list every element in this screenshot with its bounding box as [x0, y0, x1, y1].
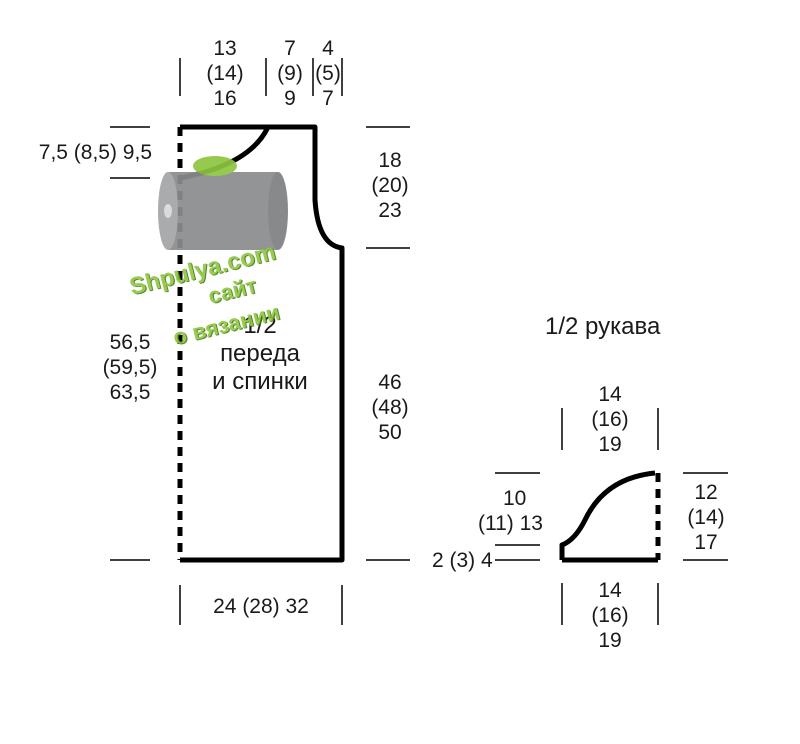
- sleeve-cap-height-label: 10 (11) 13: [478, 487, 543, 535]
- top-width-middle: 7 (9) 9: [277, 37, 303, 110]
- sleeve-title: 1/2 рукава: [545, 313, 661, 340]
- top-width-right: 4 (5) 7: [315, 37, 341, 110]
- sleeve-base-height-label: 2 (3) 4: [432, 549, 493, 572]
- armhole-height-label: 18 (20) 23: [371, 149, 409, 222]
- total-height-label: 56,5 (59,5) 63,5: [102, 331, 158, 404]
- top-width-left: 13 (14) 16: [206, 37, 244, 110]
- neck-depth-label: 7,5 (8,5) 9,5: [38, 141, 152, 164]
- body-piece-title: 1/2 переда и спинки: [212, 312, 308, 395]
- sleeve-top-width-label: 14 (16) 19: [591, 383, 629, 456]
- sleeve-right-height-label: 12 (14) 17: [687, 481, 725, 554]
- sleeve-bottom-width-label: 14 (16) 19: [591, 579, 629, 652]
- bottom-width-label: 24 (28) 32: [213, 595, 309, 618]
- sleeve-outline: [559, 470, 656, 560]
- yarn-spool-icon: [158, 156, 288, 250]
- side-height-label: 46 (48) 50: [371, 371, 409, 444]
